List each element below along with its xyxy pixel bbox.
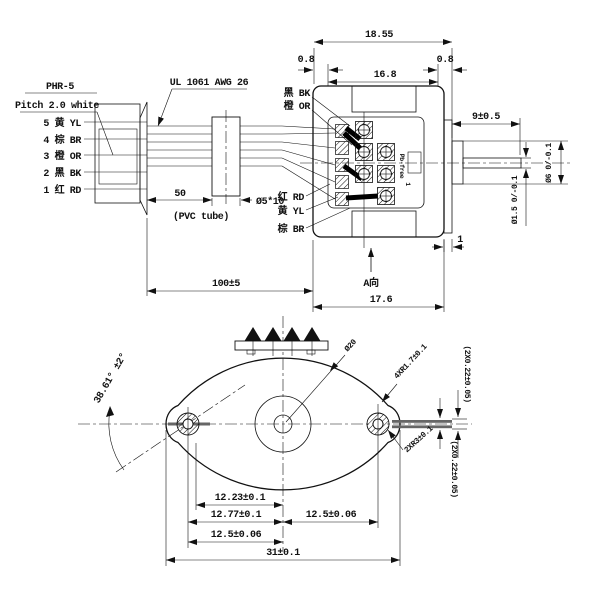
dim-right-margin-label: 0.8 xyxy=(437,55,454,66)
wire-brown-label: 棕 BR xyxy=(277,222,305,236)
depth-dimension: 17.6 A向 xyxy=(312,240,445,312)
dim-31-label: 31±0.1 xyxy=(266,548,300,559)
wire-red-label: 红 RD xyxy=(278,190,305,204)
corner-radius-label: 4XR1.7±0.1 xyxy=(393,342,430,381)
dim-100: 100±5 xyxy=(147,279,313,294)
pb-free-label: Pb-free xyxy=(398,154,405,179)
center-boss xyxy=(254,395,312,453)
dim-12-23-label: 12.23±0.1 xyxy=(215,493,266,504)
pin3-label: 3 橙 OR xyxy=(43,149,81,163)
dim-12-5-left-label: 12.5±0.06 xyxy=(211,530,262,541)
pin1-label: 1 红 RD xyxy=(43,183,81,197)
pin-one-mark: 1 xyxy=(404,182,411,186)
dim-50: 50 Ø5*10 (PVC tube) xyxy=(146,189,285,296)
wire-color-callouts: 黑 BK 橙 OR 红 RD 黄 YL 棕 BR xyxy=(277,87,353,236)
connector-leader-line xyxy=(96,111,114,156)
strain-relief xyxy=(139,101,148,216)
wire-spec-label: UL 1061 AWG 26 xyxy=(170,78,249,89)
mounting-hole-right xyxy=(366,404,390,528)
bottom-dimensions: 12.23±0.1 12.77±0.1 12.5±0.06 12.5±0.06 … xyxy=(165,430,401,566)
dim-overall-label: 18.55 xyxy=(365,30,393,41)
body-outline xyxy=(165,357,401,491)
dim-depth-label: 17.6 xyxy=(370,295,393,306)
dim-50-label: 50 xyxy=(174,189,186,200)
top-dimensions: 18.55 16.8 0.8 0.8 xyxy=(298,30,467,118)
boss-dia-label: Ø20 xyxy=(343,338,359,354)
tab-dim-top-label: (2X0.22±0.05) xyxy=(462,345,471,402)
pin4-label: 4 棕 BR xyxy=(43,133,81,147)
wire-orange-label: 橙 OR xyxy=(284,99,311,113)
shaft-tip xyxy=(462,157,522,169)
front-view: 38.61° ±2° Ø20 4XR1.7±0.1 2XR3±0.1 (2X0.… xyxy=(78,316,472,566)
wire-black-label: 黑 BK xyxy=(284,87,311,100)
view-a-label: A向 xyxy=(363,276,379,290)
tube-note-label: (PVC tube) xyxy=(173,211,229,223)
angle-label: 38.61° ±2° xyxy=(92,351,130,406)
ear-radius-callout: 2XR3±0.1 xyxy=(387,424,436,455)
flange-plate xyxy=(443,119,453,234)
connector-pitch-label: Pitch 2.0 white xyxy=(15,100,99,112)
connector-inner-window xyxy=(98,128,138,185)
shaft-assembly: Ø6 0/-0.1 Ø1.5 0/-0.1 9±0.5 1 xyxy=(432,112,568,252)
shaft-tip-dia-label: Ø1.5 0/-0.1 xyxy=(511,175,520,224)
connector-housing xyxy=(94,101,148,216)
shaft-boss xyxy=(451,140,464,185)
wire-spec-callout: UL 1061 AWG 26 xyxy=(157,78,249,127)
pin-strip xyxy=(234,327,329,356)
dim-12-5-right-label: 12.5±0.06 xyxy=(306,510,357,521)
connector-labels: PHR-5 Pitch 2.0 white 5 黄 YL 4 棕 BR 3 橙 … xyxy=(15,82,147,197)
dim-left-margin-label: 0.8 xyxy=(298,55,315,66)
corner-radius-callout: 4XR1.7±0.1 xyxy=(381,342,430,403)
terminal-pins: Pb-free 1 xyxy=(335,121,411,206)
side-view: PHR-5 Pitch 2.0 white 5 黄 YL 4 棕 BR 3 橙 … xyxy=(15,30,572,312)
tab-thickness-dims: (2X0.22±0.05) (2X0.22±0.05) xyxy=(437,345,471,498)
terminal-block xyxy=(327,116,425,209)
dim-flange-label: 1 xyxy=(457,235,463,246)
ear-radius-label: 2XR3±0.1 xyxy=(403,424,436,455)
tube-dim-label: Ø5*10 xyxy=(256,196,284,208)
pin5-label: 5 黄 YL xyxy=(43,116,81,130)
tab-dim-bottom-label: (2X0.22±0.05) xyxy=(449,440,458,497)
wire-yellow-label: 黄 YL xyxy=(278,204,305,218)
dim-inner-label: 16.8 xyxy=(374,70,397,81)
solder-pads xyxy=(355,121,395,205)
dim-100-label: 100±5 xyxy=(212,279,240,290)
centerlines xyxy=(78,316,472,550)
angle-dimension: 38.61° ±2° xyxy=(92,351,130,471)
dim-12-77-label: 12.77±0.1 xyxy=(211,510,262,521)
pin2-label: 2 黑 BK xyxy=(43,167,81,180)
shaft-dia-label: Ø6 0/-0.1 xyxy=(545,143,554,183)
connector-outline xyxy=(94,103,141,204)
shaft-length-label: 9±0.5 xyxy=(472,112,500,123)
pvc-tube xyxy=(211,110,241,204)
connector-model-label: PHR-5 xyxy=(46,82,74,93)
